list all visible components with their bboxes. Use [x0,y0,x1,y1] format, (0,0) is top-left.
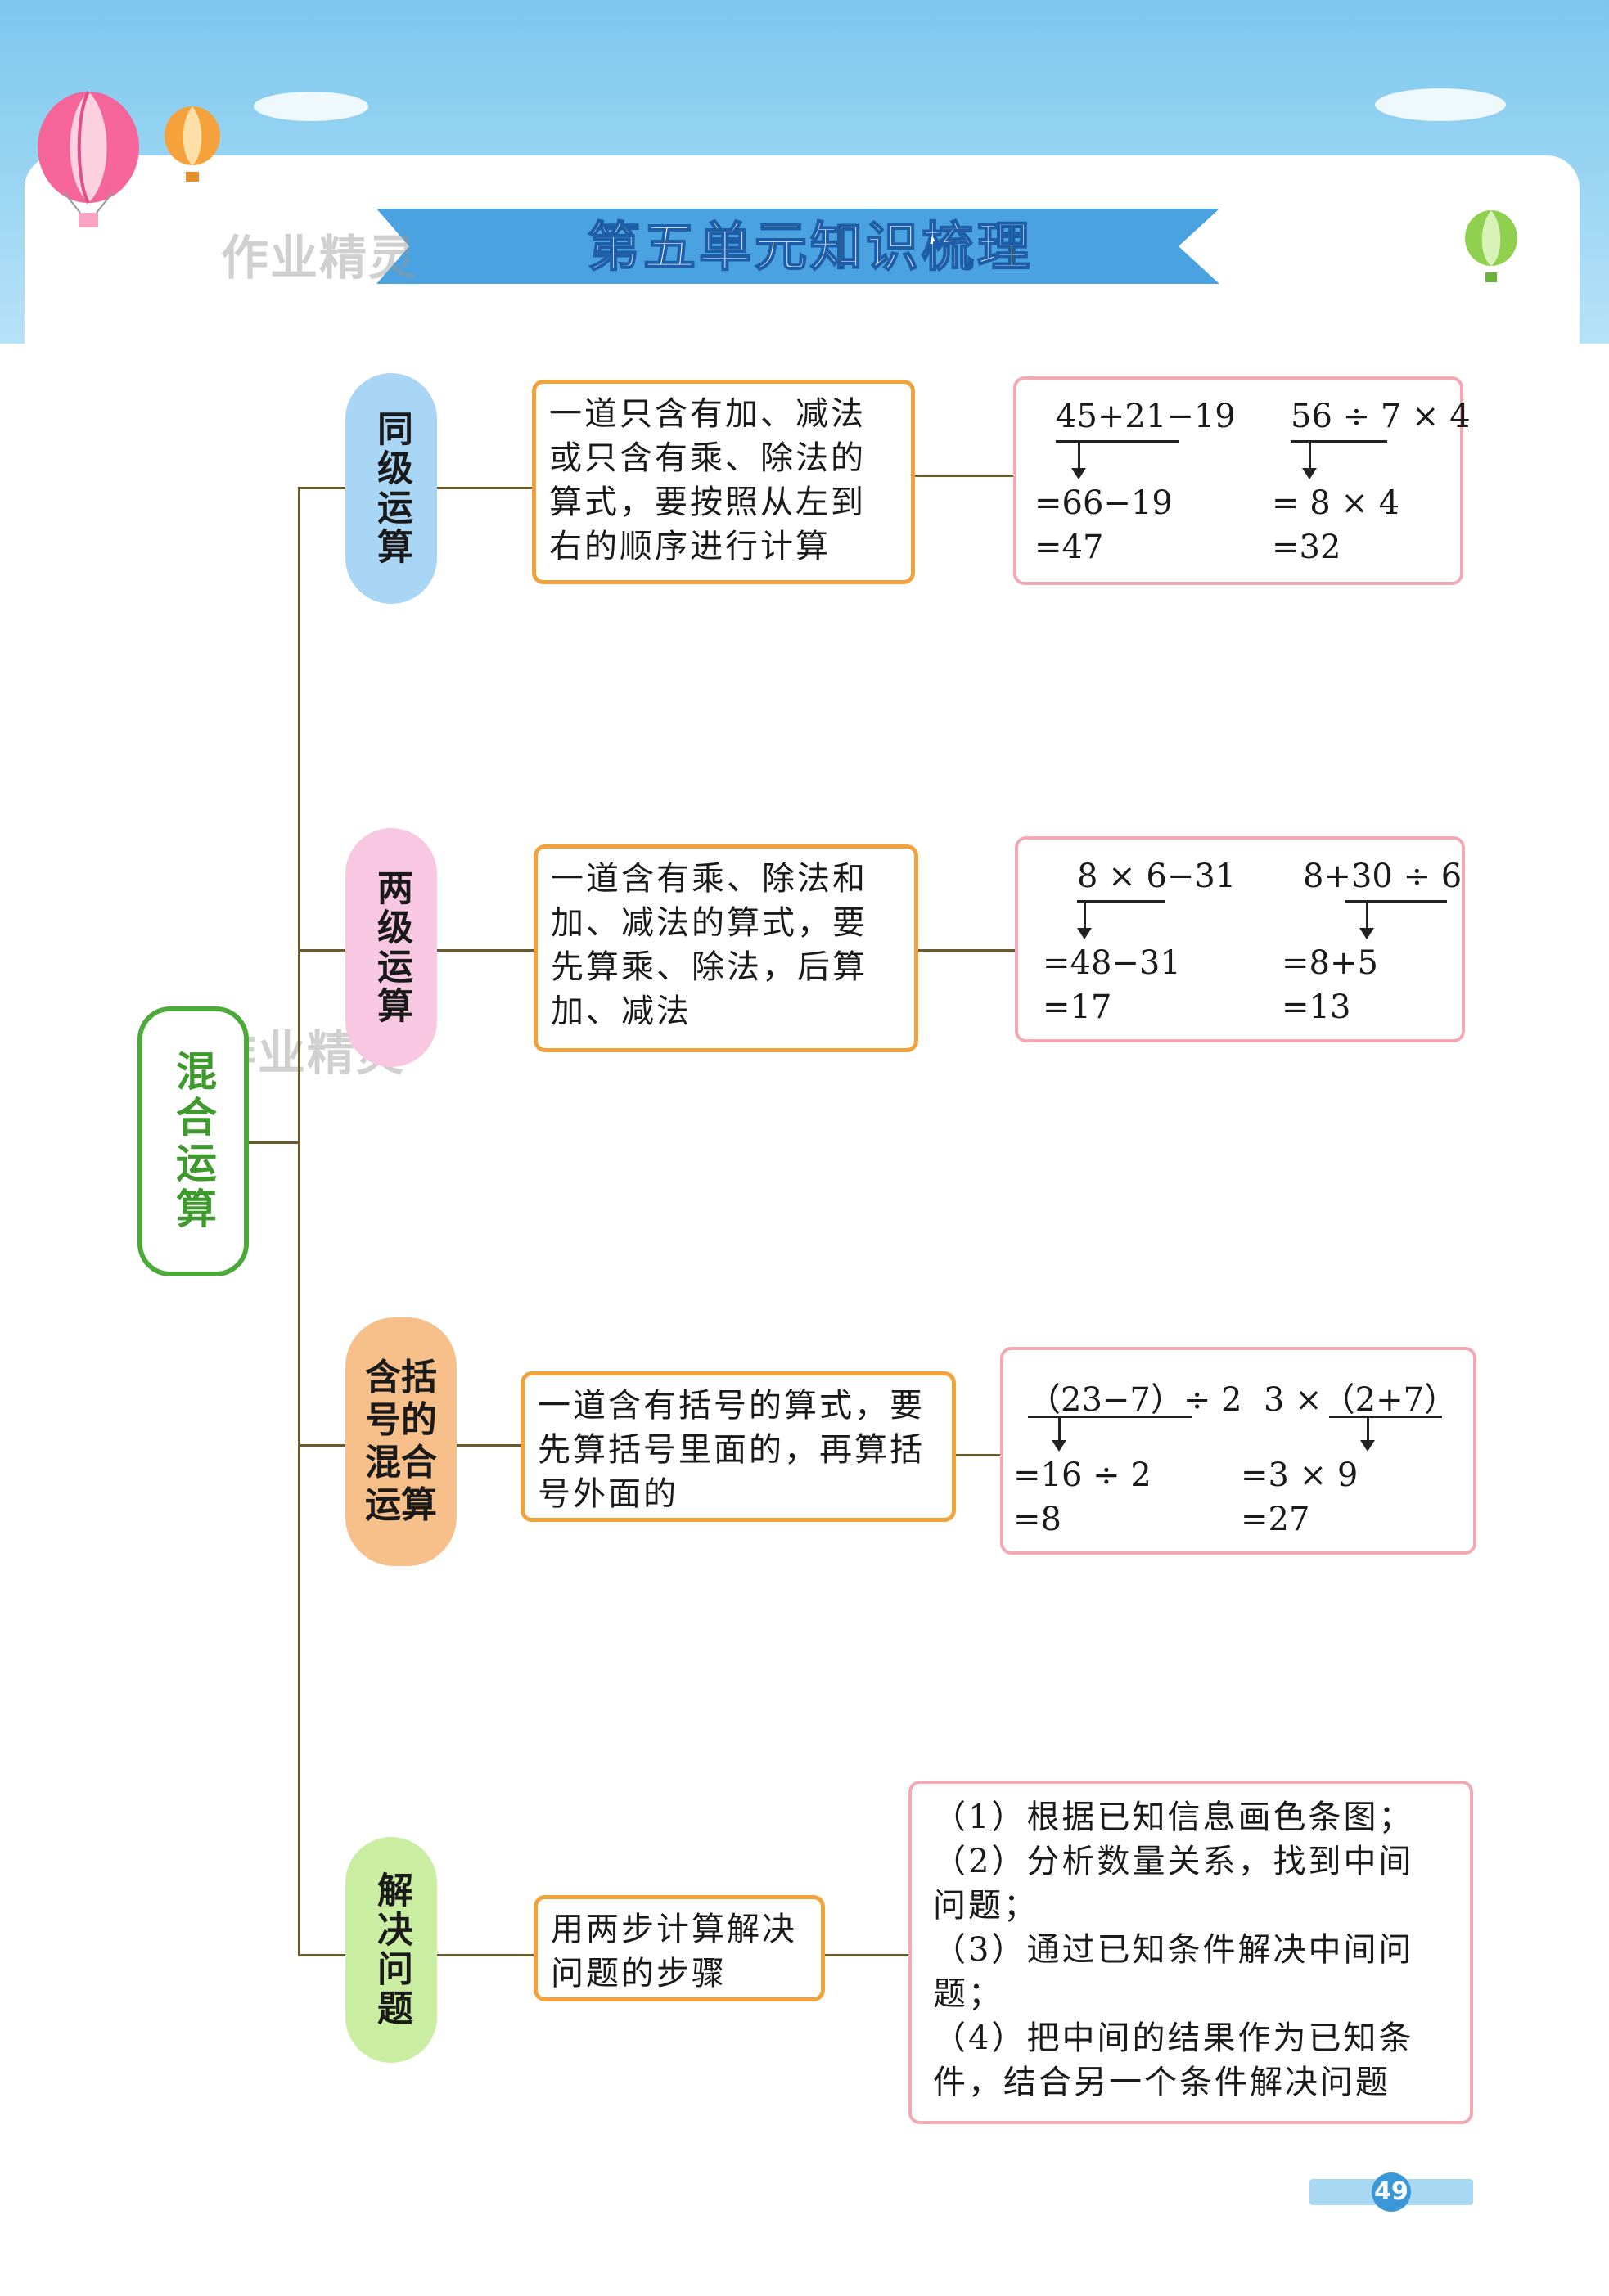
hot-air-balloon-pink-icon [31,90,146,237]
underline [1345,900,1447,903]
arrow-down-icon [1366,902,1368,930]
category-label: 同级运算 [365,410,417,567]
category-label: 两级运算 [365,869,417,1026]
category-label: 含括 号的 混合 运算 [365,1357,437,1527]
example-step: =13 [1282,988,1350,1026]
description-box: 一道含有括号的算式，要先算括号里面的，再算括号外面的 [521,1371,956,1522]
example-step: =47 [1034,529,1103,566]
connector-line [437,1954,535,1956]
example-step: =32 [1272,529,1341,566]
category-problem-solving: 解决问题 [345,1837,437,2063]
connector-line [825,1954,910,1956]
arrow-down-icon [1058,1417,1061,1442]
category-parentheses: 含括 号的 混合 运算 [345,1317,457,1566]
page-number: 49 [1372,2173,1411,2211]
example-step: = 8 × 4 [1272,484,1399,522]
underline [1291,440,1387,443]
example-step: =8 [1013,1501,1061,1538]
example-step: =16 ÷ 2 [1013,1456,1152,1494]
example-box: 45+21−19 =66−19 =47 56 ÷ 7 × 4 = 8 × 4 =… [1013,376,1463,585]
arrow-down-icon [1084,902,1086,930]
watermark: 作业精灵 [221,219,417,288]
example-expression: 3 ×（2+7） [1264,1373,1457,1420]
arrow-down-icon [1302,468,1317,479]
example-step: =3 × 9 [1241,1456,1358,1494]
connector-line [918,949,1016,952]
example-step: =8+5 [1282,944,1378,982]
category-label: 解决问题 [365,1871,417,2028]
connector-line [437,487,532,489]
example-expression: 8 × 6−31 [1077,858,1236,895]
root-label: 混合运算 [142,1011,244,1272]
underline [1077,900,1165,903]
example-expression: 45+21−19 [1056,398,1236,435]
description-box: 一道只含有加、减法或只含有乘、除法的算式，要按照从左到右的顺序进行计算 [532,380,915,584]
arrow-down-icon [1359,928,1374,939]
underline [1329,1416,1442,1418]
example-expression: 56 ÷ 7 × 4 [1291,398,1471,435]
steps-box: （1）根据已知信息画色条图； （2）分析数量关系，找到中间问题； （3）通过已知… [908,1781,1473,2124]
example-step: =66−19 [1034,484,1173,522]
step-item: （1）根据已知信息画色条图； [933,1795,1449,1839]
example-box: （23−7）÷ 2 =16 ÷ 2 =8 3 ×（2+7） =3 × 9 =27 [1000,1347,1476,1555]
arrow-down-icon [1078,442,1080,470]
hot-air-balloon-green-icon [1461,209,1522,286]
connector-line [298,949,347,952]
example-expression: 8+30 ÷ 6 [1303,858,1462,895]
example-step: =48−31 [1043,944,1181,982]
description-box: 一道含有乘、除法和加、减法的算式，要先算乘、除法，后算加、减法 [534,844,918,1052]
arrow-down-icon [1052,1440,1066,1452]
connector-line [437,949,535,952]
category-same-level: 同级运算 [345,373,437,604]
connector-line [298,1954,347,1956]
step-item: （3）通过已知条件解决中间问题； [933,1928,1449,2016]
arrow-down-icon [1071,468,1086,479]
step-item: （2）分析数量关系，找到中间问题； [933,1839,1449,1928]
connector-line [249,1141,298,1144]
arrow-down-icon [1360,1440,1375,1452]
connector-line [298,487,347,489]
page-title: 第五单元知识梳理 [491,211,1129,285]
hot-air-balloon-orange-icon [160,105,225,187]
step-item: （4）把中间的结果作为已知条件，结合另一个条件解决问题 [933,2016,1449,2105]
example-box: 8 × 6−31 =48−31 =17 8+30 ÷ 6 =8+5 =13 [1015,836,1465,1042]
root-node: 混合运算 [137,1006,249,1276]
arrow-down-icon [1309,442,1311,470]
arrow-down-icon [1367,1417,1369,1442]
connector-line [956,1454,1002,1456]
underline [1056,440,1179,443]
connector-line [298,1444,347,1447]
tree-trunk-line [298,487,300,1956]
connector-line [915,475,1013,477]
example-expression: （23−7）÷ 2 [1028,1373,1242,1420]
arrow-down-icon [1077,928,1092,939]
example-step: =27 [1241,1501,1309,1538]
description-box: 用两步计算解决问题的步骤 [534,1895,825,2001]
category-two-level: 两级运算 [345,828,437,1067]
underline [1028,1416,1192,1418]
connector-line [457,1444,522,1447]
example-step: =17 [1043,988,1111,1026]
